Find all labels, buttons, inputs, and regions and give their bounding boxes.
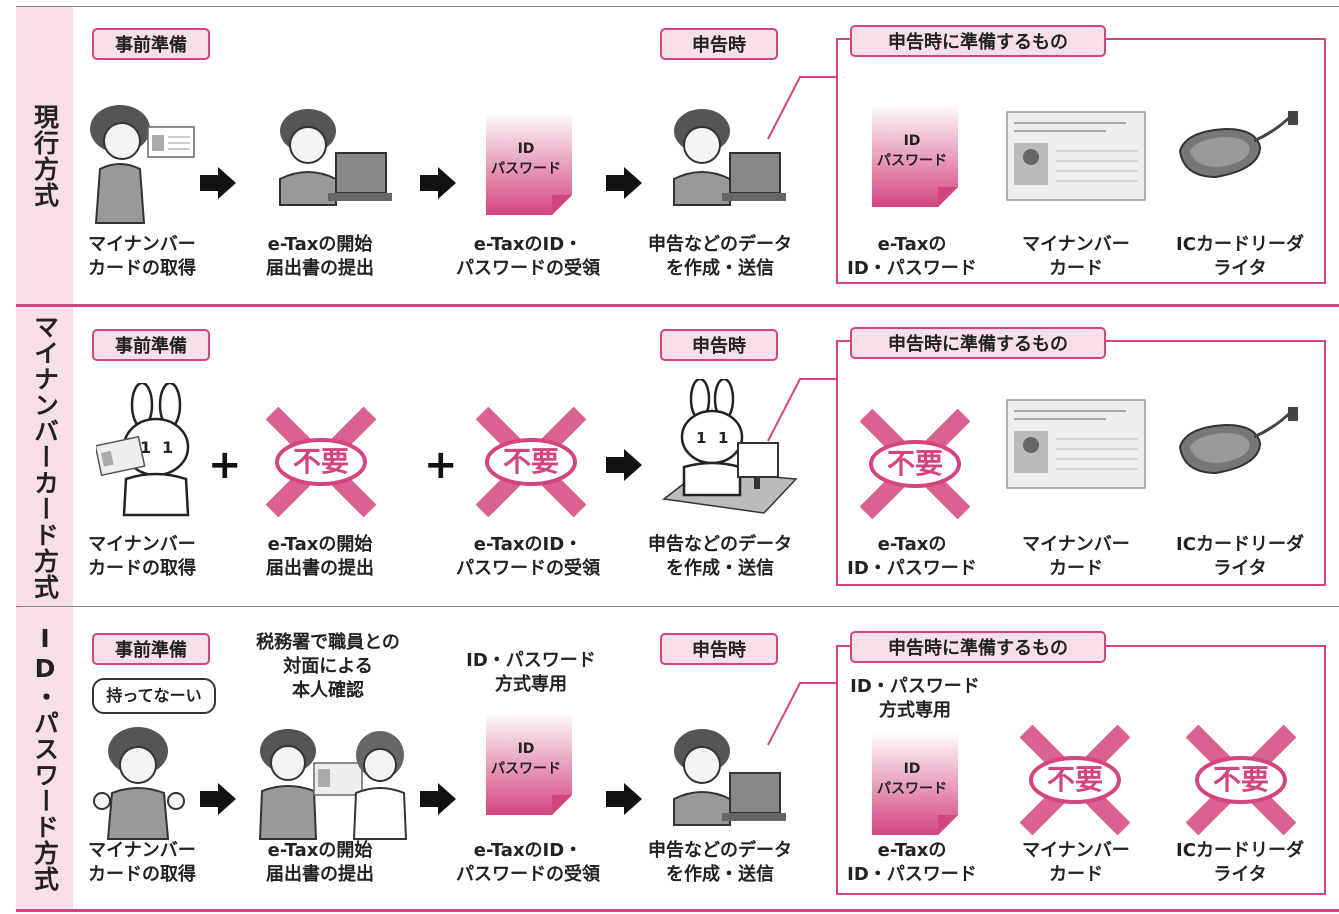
step-caption: e-Taxの開始届出書の提出: [266, 534, 374, 579]
arrow-right-icon: [200, 167, 236, 199]
person-confused-icon: [93, 727, 185, 840]
mynumber-card-icon: [1006, 111, 1146, 201]
person-laptop-icon: [673, 109, 786, 206]
plus-sign: +: [208, 442, 242, 488]
bottom-border: [16, 909, 1339, 912]
not-required-cross-icon: 不要: [476, 407, 586, 517]
connector-line: [767, 378, 838, 442]
section-divider-1: [16, 304, 1339, 307]
arrow-right-icon: [606, 167, 642, 199]
step-caption: マイナンバーカードの取得: [88, 840, 196, 885]
section-label: マイナンバーカード方式: [16, 307, 73, 606]
arrow-right-icon: [420, 167, 456, 199]
person-laptop-icon: [279, 109, 392, 206]
id-only-note: ID・パスワード 方式専用: [466, 650, 596, 695]
svg-text:1: 1: [696, 429, 706, 447]
section-mynumber-method: マイナンバーカード方式 事前準備 申告時 申告時に準備するもの 1 1 + マイ…: [0, 307, 1339, 606]
step-caption: e-TaxのID・パスワードの受領: [456, 234, 600, 279]
not-required-cross-icon: 不要: [1186, 725, 1296, 835]
step-caption: マイナンバーカードの取得: [88, 534, 196, 579]
ic-card-reader-icon: [1178, 407, 1298, 475]
section-current-method: 現行方式 事前準備 申告時 申告時に準備するもの マイナンバーカードの取得: [0, 7, 1339, 304]
identity-note: 税務署で職員との 対面による 本人確認: [256, 632, 400, 701]
step-caption: e-TaxのID・パスワードの受領: [456, 840, 600, 885]
section-label: ID・パスワード方式: [16, 607, 73, 909]
not-required-cross-icon: 不要: [860, 409, 970, 519]
id-only-note-box: ID・パスワード 方式専用: [850, 676, 980, 721]
person-card-icon: [90, 105, 195, 224]
step-caption: e-Taxの開始届出書の提出: [266, 840, 374, 885]
top-border: [16, 6, 1339, 7]
section-divider-2: [16, 606, 1339, 607]
step-caption: e-Taxの開始届出書の提出: [266, 234, 374, 279]
items-tag: 申告時に準備するもの: [850, 631, 1106, 663]
items-tag: 申告時に準備するもの: [850, 327, 1106, 359]
step-caption: 申告などのデータを作成・送信: [648, 840, 792, 885]
arrow-right-icon: [200, 783, 236, 815]
ic-card-reader-icon: [1178, 111, 1298, 179]
prep-tag: 事前準備: [92, 633, 210, 665]
section-idpass-method: ID・パスワード方式 事前準備 申告時 申告時に準備するもの 持ってなーい マイ…: [0, 607, 1339, 909]
svg-text:1: 1: [140, 438, 151, 457]
step-caption: 申告などのデータを作成・送信: [648, 534, 792, 579]
not-required-cross-icon: 不要: [1020, 725, 1130, 835]
item-caption: マイナンバーカード: [1022, 234, 1130, 279]
prep-tag: 事前準備: [92, 28, 210, 60]
rabbit-mascot-icon: 1 1: [96, 383, 190, 517]
section-label-text: ID・パスワード方式: [30, 624, 60, 892]
item-caption: ICカードリーダライタ: [1176, 234, 1304, 279]
mynumber-card-icon: [1006, 399, 1146, 489]
not-required-cross-icon: 不要: [266, 407, 376, 517]
person-laptop-icon: [673, 729, 786, 826]
rabbit-mascot-icon: 1 1: [662, 379, 798, 514]
section-label-text: 現行方式: [30, 103, 60, 208]
items-tag: 申告時に準備するもの: [850, 25, 1106, 57]
filing-tag: 申告時: [660, 329, 778, 361]
item-caption: マイナンバーカード: [1022, 840, 1130, 885]
item-caption: ICカードリーダライタ: [1176, 534, 1304, 579]
section-label-text: マイナンバーカード方式: [30, 313, 60, 600]
filing-tag: 申告時: [660, 633, 778, 665]
svg-text:1: 1: [162, 438, 173, 457]
step-caption: e-TaxのID・パスワードの受領: [456, 534, 600, 579]
item-caption: ICカードリーダライタ: [1176, 840, 1304, 885]
filing-tag: 申告時: [660, 28, 778, 60]
prep-tag: 事前準備: [92, 329, 210, 361]
section-label: 現行方式: [16, 7, 73, 304]
step-caption: 申告などのデータを作成・送信: [648, 234, 792, 279]
step-caption: マイナンバーカードの取得: [88, 234, 196, 279]
arrow-right-icon: [606, 783, 642, 815]
plus-sign: +: [424, 442, 458, 488]
connector-line: [767, 76, 838, 140]
svg-text:1: 1: [718, 429, 728, 447]
speech-bubble: 持ってなーい: [92, 678, 216, 714]
clerk-icon: [258, 729, 408, 840]
arrow-right-icon: [420, 783, 456, 815]
connector-line: [767, 682, 838, 746]
arrow-right-icon: [606, 449, 642, 481]
item-caption: マイナンバーカード: [1022, 534, 1130, 579]
